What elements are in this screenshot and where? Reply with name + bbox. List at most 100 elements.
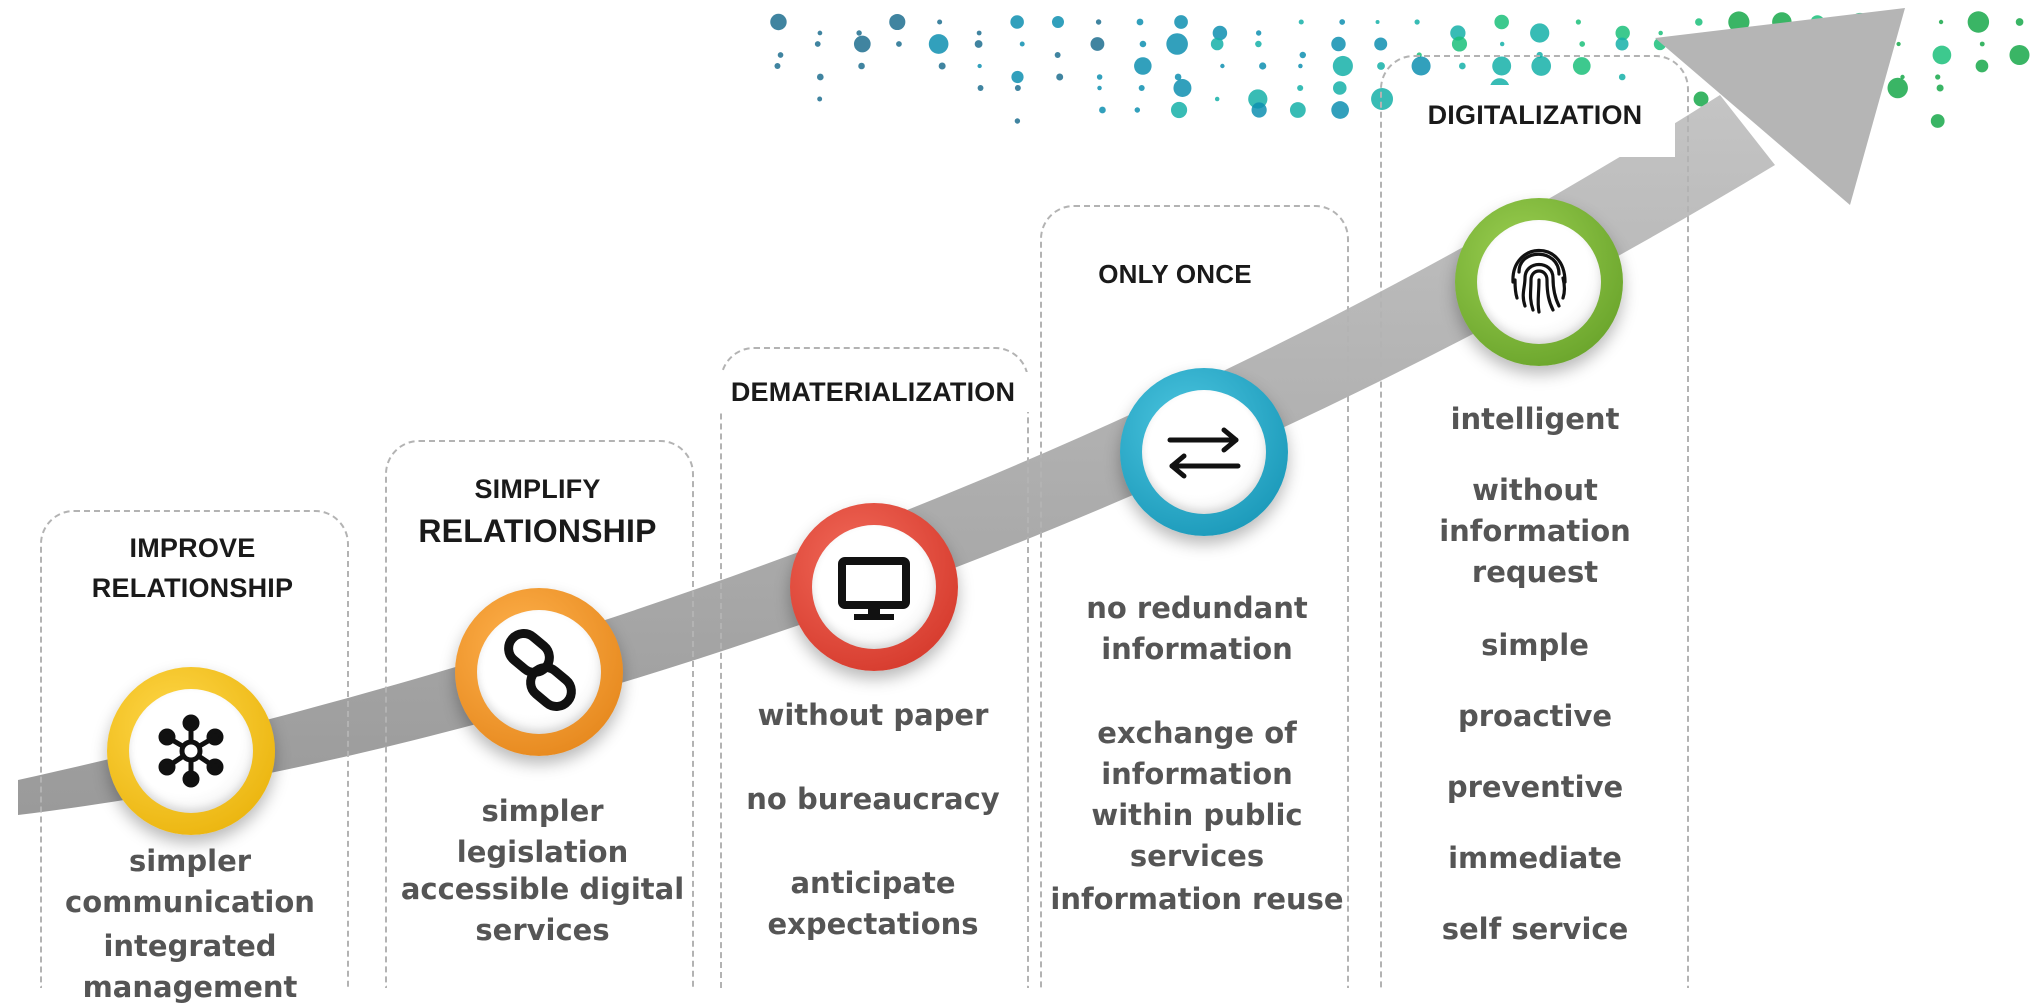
decorative-dot	[1289, 102, 1306, 118]
decorative-dot	[1411, 56, 1431, 76]
decorative-dot	[1930, 114, 1945, 128]
decorative-dot	[1299, 51, 1306, 59]
decorative-dot	[1099, 106, 1106, 114]
decorative-dot	[1530, 23, 1550, 43]
decorative-dot	[1255, 40, 1262, 48]
stage-title-line: IMPROVE	[129, 533, 256, 563]
decorative-dot	[1051, 15, 1064, 29]
stage-item: preventive	[1446, 770, 1624, 804]
decorative-dot	[1375, 19, 1380, 25]
arrow-head	[1655, 8, 1905, 205]
decorative-dot	[976, 30, 982, 36]
decorative-dot	[1332, 81, 1347, 95]
decorative-dot	[1936, 84, 1944, 92]
stage-box-only-once	[1040, 205, 1349, 988]
decorative-dot	[1575, 19, 1581, 25]
decorative-dot	[1932, 45, 1952, 65]
stage-items-improve: simpler communication integrated managem…	[0, 0, 380, 1004]
decorative-dot	[1298, 63, 1303, 69]
decorative-dot	[774, 63, 781, 69]
decorative-dot	[1572, 57, 1591, 75]
decorative-dot	[1579, 41, 1586, 47]
stage-items-only-once: no redundant information exchange of inf…	[1047, 0, 1347, 986]
decorative-dot	[2009, 44, 2030, 66]
stage-item: integrated management	[82, 929, 298, 1004]
decorative-dot	[1887, 77, 1908, 99]
decorative-dot	[1297, 84, 1304, 92]
decorative-dot	[938, 62, 946, 70]
stage-items-digitalization: intelligent without information request …	[1392, 0, 1678, 986]
decorative-dot	[817, 30, 823, 36]
decorative-dot	[1210, 37, 1224, 51]
decorative-dot	[1331, 101, 1349, 119]
decorative-dot	[1618, 73, 1626, 81]
decorative-dot	[858, 62, 865, 70]
fingerprint-icon	[1511, 248, 1567, 314]
decorative-dot	[777, 52, 784, 58]
decorative-dot	[1139, 40, 1147, 48]
stage-item: anticipate expectations	[767, 866, 979, 941]
stage-items-simplify: simpler legislation accessible digital s…	[395, 0, 690, 986]
decorative-dot	[1174, 73, 1182, 81]
stage-title-line: DIGITALIZATION	[1427, 100, 1643, 130]
decorative-dot	[814, 41, 821, 47]
stage-item: information reuse	[1050, 882, 1344, 916]
monitor-icon	[838, 557, 910, 620]
stage-title-digitalization: DIGITALIZATION	[1395, 85, 1675, 157]
decorative-dot	[1170, 101, 1188, 119]
stage-box-improve	[40, 510, 349, 988]
decorative-dot	[1695, 18, 1703, 26]
decorative-dot	[1134, 107, 1141, 113]
decorative-dot	[1979, 41, 1985, 47]
decorative-dot	[1414, 19, 1420, 25]
stage-icon-simplify	[455, 588, 623, 756]
stage-title-line: DEMATERIALIZATION	[730, 377, 1016, 407]
decorative-dot	[1259, 62, 1267, 70]
decorative-dot	[977, 63, 982, 69]
decorative-dot	[1615, 37, 1629, 51]
decorative-dot	[974, 40, 983, 48]
decorative-dot	[1255, 30, 1262, 36]
decorative-dot	[1011, 70, 1024, 84]
stage-box-dematerialization	[720, 347, 1029, 988]
stage-item: no bureaucracy	[746, 782, 1000, 816]
stage-box-simplify	[385, 440, 694, 988]
decorative-dot	[1298, 19, 1304, 25]
decorative-dot	[1010, 15, 1024, 29]
stage-title-improve: IMPROVE RELATIONSHIP	[40, 528, 345, 608]
decorative-dot	[1896, 41, 1901, 47]
decorative-dot	[1212, 25, 1228, 41]
decorative-dot	[853, 35, 871, 53]
stage-title-line: RELATIONSHIP	[418, 513, 657, 549]
decorative-dot	[928, 34, 949, 54]
decorative-dot	[1531, 56, 1552, 76]
decorative-dot	[1014, 85, 1021, 91]
stage-item: simpler communication	[65, 844, 315, 919]
decorative-dot	[896, 41, 902, 47]
decorative-dot	[1967, 11, 1990, 33]
decorative-dot	[1054, 52, 1061, 58]
decorative-dot	[817, 96, 823, 102]
decorative-dot	[1056, 73, 1064, 81]
decorative-dot	[1331, 36, 1346, 52]
decorative-dot	[1459, 62, 1466, 70]
decorative-dot	[1377, 62, 1385, 70]
decorative-dot	[1332, 55, 1353, 77]
decorative-dot	[1339, 19, 1346, 25]
stage-title-only-once: ONLY ONCE	[1060, 255, 1290, 293]
exchange-arrows-icon	[1167, 427, 1241, 479]
stage-box-digitalization	[1380, 55, 1689, 988]
network-icon	[158, 714, 224, 788]
stage-item: no redundant information	[1086, 591, 1308, 666]
decorative-dot	[1975, 59, 1989, 73]
link-icon	[504, 629, 576, 711]
stage-item: intelligent	[1450, 402, 1620, 436]
decorative-dot	[1174, 15, 1188, 29]
decorative-dot	[1220, 63, 1225, 69]
decorative-dot	[889, 13, 906, 31]
stage-item: simple	[1481, 628, 1589, 662]
stage-item: self service	[1441, 912, 1629, 946]
decorative-dot	[1014, 118, 1021, 124]
decorative-dot	[770, 13, 787, 31]
stage-icon-dematerialization	[790, 503, 958, 671]
